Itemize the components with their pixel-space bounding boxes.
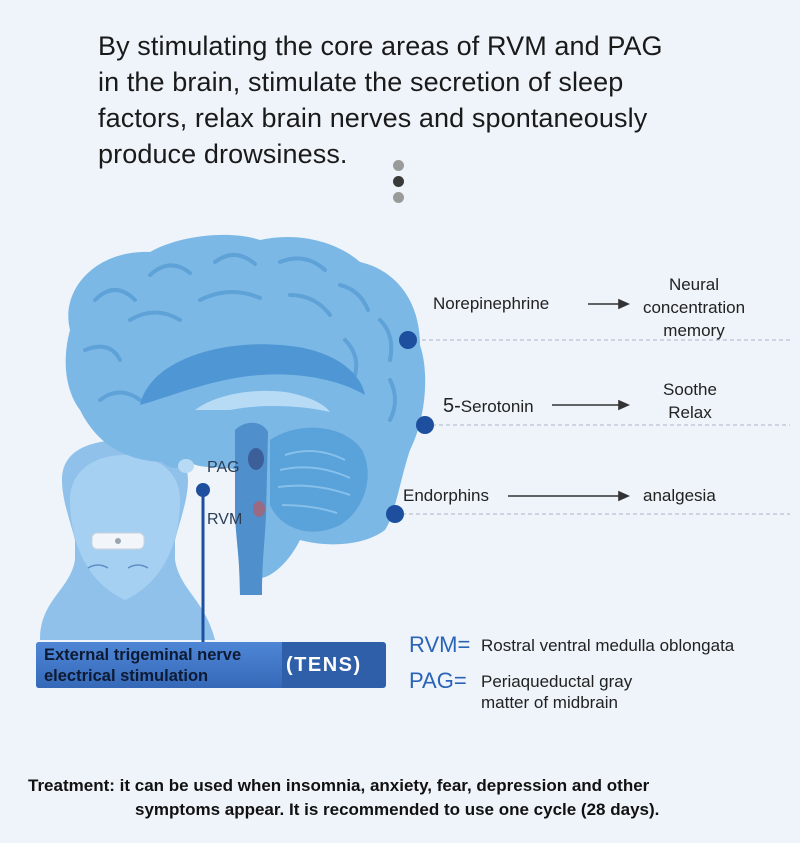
serotonin-prefix: 5- xyxy=(443,395,461,417)
tens-line-2: electrical stimulation xyxy=(44,667,209,685)
pagination-dot-2-active[interactable] xyxy=(393,176,404,187)
headline: By stimulating the core areas of RVM and… xyxy=(98,28,778,172)
headline-line-1: By stimulating the core areas of RVM and… xyxy=(98,31,663,61)
brain-shape xyxy=(65,234,426,595)
treatment-note: Treatment: it can be used when insomnia,… xyxy=(20,774,790,822)
pag-definition: Periaqueductal gray matter of midbrain xyxy=(481,671,632,713)
definition-line: matter of midbrain xyxy=(481,693,618,712)
arrows xyxy=(508,298,630,502)
definition-line: Rostral ventral medulla oblongata xyxy=(481,636,735,655)
tens-line-1: External trigeminal nerve xyxy=(44,646,242,664)
effect-line: memory xyxy=(663,321,725,340)
treatment-line-2: symptoms appear. It is recommended to us… xyxy=(135,800,660,819)
tens-description: External trigeminal nerve electrical sti… xyxy=(44,645,241,687)
arrow-head-2 xyxy=(618,399,630,411)
effect-line: Neural xyxy=(668,275,720,294)
pathway-dot-2 xyxy=(416,416,434,434)
tens-banner xyxy=(36,642,386,688)
definition-line: Periaqueductal gray xyxy=(481,672,633,691)
substance-serotonin: 5-Serotonin xyxy=(443,395,534,418)
rvm-definition: Rostral ventral medulla oblongata xyxy=(481,635,734,656)
pagination-dot-1[interactable] xyxy=(393,160,404,171)
substance-endorphins: Endorphins xyxy=(403,486,490,505)
rvm-label: RVM xyxy=(207,511,243,528)
headline-line-4: produce drowsiness. xyxy=(98,139,348,169)
effect-norepinephrine: Neural concentration memory xyxy=(634,273,754,342)
arrow-head-1 xyxy=(618,298,630,310)
pag-marker xyxy=(248,448,264,470)
rvm-abbr: RVM= xyxy=(409,632,471,657)
effect-line: concentration xyxy=(642,298,746,317)
effect-line: Soothe xyxy=(663,380,717,399)
tens-connector-dot xyxy=(196,483,210,497)
serotonin-name: Serotonin xyxy=(460,397,534,416)
pag-label: PAG xyxy=(207,459,240,476)
rvm-marker xyxy=(253,501,265,517)
arrow-head-3 xyxy=(618,490,630,502)
pagination-dot-3[interactable] xyxy=(393,192,404,203)
substance-norepinephrine: Norepinephrine xyxy=(433,294,550,313)
headline-line-2: in the brain, stimulate the secretion of… xyxy=(98,67,624,97)
effect-endorphins: analgesia xyxy=(643,486,716,505)
headline-line-3: factors, relax brain nerves and spontane… xyxy=(98,103,648,133)
pathway-dot-1 xyxy=(399,331,417,349)
effect-serotonin: Soothe Relax xyxy=(640,378,740,424)
pathway-dot-3 xyxy=(386,505,404,523)
effect-line: Relax xyxy=(668,403,712,422)
pag-abbr: PAG= xyxy=(409,668,467,693)
treatment-line-1: Treatment: it can be used when insomnia,… xyxy=(28,776,650,795)
person-silhouette xyxy=(40,440,215,640)
tens-abbreviation: (TENS) xyxy=(286,654,362,676)
